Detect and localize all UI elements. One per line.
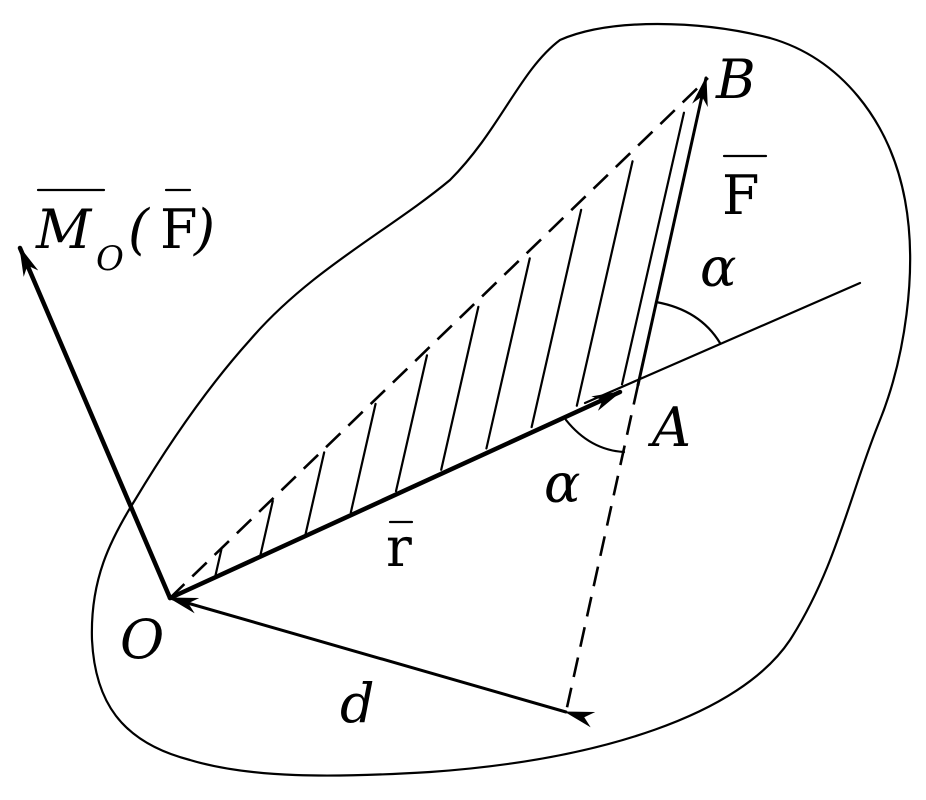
label-moment-open-paren: ( <box>128 198 151 261</box>
label-point-a: A <box>647 396 691 459</box>
rigid-body-outline <box>90 22 912 777</box>
label-point-o: O <box>120 608 164 671</box>
moment-vector <box>17 245 173 601</box>
label-distance-d: d <box>340 672 375 735</box>
label-force: F <box>722 154 768 227</box>
dashed-line-ob <box>169 77 709 599</box>
label-angle-bottom: α <box>544 452 580 515</box>
label-force-symbol: F <box>722 164 759 227</box>
angle-arc-bottom <box>564 418 626 454</box>
position-vector-r <box>167 389 623 601</box>
hatch-line <box>394 354 429 493</box>
label-angle-top: α <box>700 236 736 299</box>
label-moment-main: M <box>35 198 93 261</box>
label-position-symbol: r <box>386 516 412 579</box>
distance-arrow-d <box>168 596 596 728</box>
triangle-hatching <box>214 111 686 578</box>
hatch-line <box>259 499 274 557</box>
label-moment-argument: F <box>160 198 197 261</box>
hatch-line <box>620 111 686 386</box>
hatch-line <box>440 305 480 471</box>
hatch-line <box>214 548 223 578</box>
line-through-a <box>583 281 862 405</box>
label-position-r: r <box>386 516 414 579</box>
force-line-of-action-dashed <box>564 384 640 713</box>
label-point-b: B <box>715 48 756 111</box>
hatch-line <box>530 208 583 429</box>
label-moment-close-paren: ) <box>193 198 215 261</box>
hatch-line <box>349 402 377 514</box>
angle-arc-top <box>654 300 722 345</box>
force-vector-f <box>636 76 708 387</box>
label-moment-subscript: O <box>96 239 124 279</box>
label-moment: M O ( F ) <box>35 188 215 279</box>
hatch-line <box>304 451 326 536</box>
hatch-line <box>575 160 634 407</box>
hatch-line <box>485 257 531 450</box>
